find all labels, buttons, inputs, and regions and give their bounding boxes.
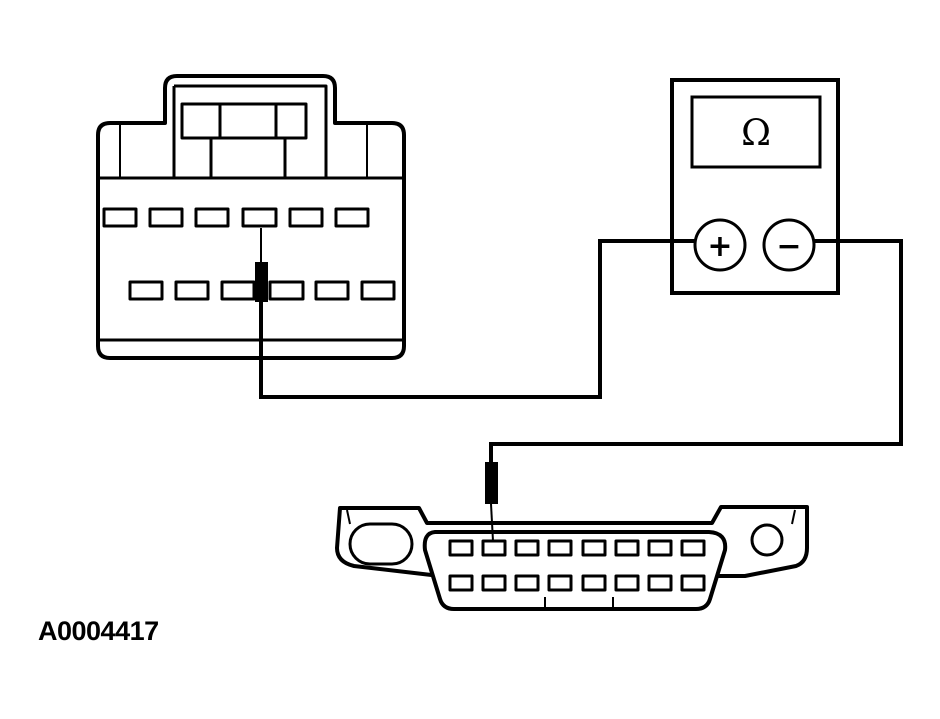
- positive-terminal-label: +: [707, 229, 732, 264]
- module-connector-icon: [96, 74, 406, 360]
- test-leads: [259, 239, 903, 462]
- negative-terminal-label: −: [776, 229, 801, 264]
- test-probe-icon: [485, 462, 498, 542]
- ohmmeter-icon: [670, 78, 840, 295]
- meter-unit-symbol: Ω: [741, 113, 771, 154]
- test-probe-icon: [255, 228, 268, 302]
- figure-id: A0004417: [38, 616, 159, 646]
- dlc-connector-icon: [335, 505, 809, 611]
